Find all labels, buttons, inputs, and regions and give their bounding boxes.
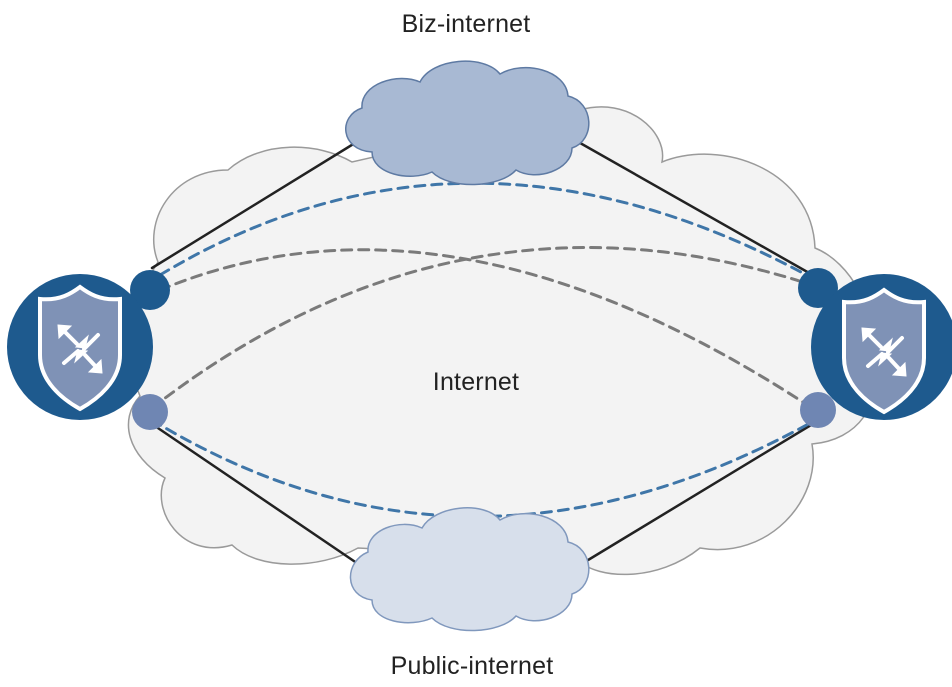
right-public-endpoint	[800, 392, 836, 428]
public-internet-cloud	[349, 507, 590, 632]
link-left-to-biz	[150, 133, 370, 270]
left-biz-endpoint	[130, 270, 170, 310]
right-router	[811, 274, 952, 420]
internet-label: Internet	[432, 368, 520, 396]
right-biz-endpoint	[798, 268, 838, 308]
solid-links	[150, 133, 820, 576]
router-shield-icon	[38, 284, 122, 412]
left-public-endpoint	[132, 394, 168, 430]
link-left-to-public	[150, 422, 372, 574]
left-router	[7, 274, 153, 420]
biz-internet-label: Biz-internet	[401, 10, 531, 38]
dashed-left-top-to-right-bottom	[158, 248, 814, 410]
dashed-left-bottom-to-right-top	[150, 246, 814, 410]
public-internet-label: Public-internet	[390, 652, 554, 680]
biz-internet-cloud	[345, 60, 590, 186]
link-biz-to-right	[564, 133, 820, 280]
gray-dashed-links	[150, 246, 814, 410]
link-public-to-right	[563, 420, 818, 576]
router-shield-icon	[842, 287, 926, 415]
